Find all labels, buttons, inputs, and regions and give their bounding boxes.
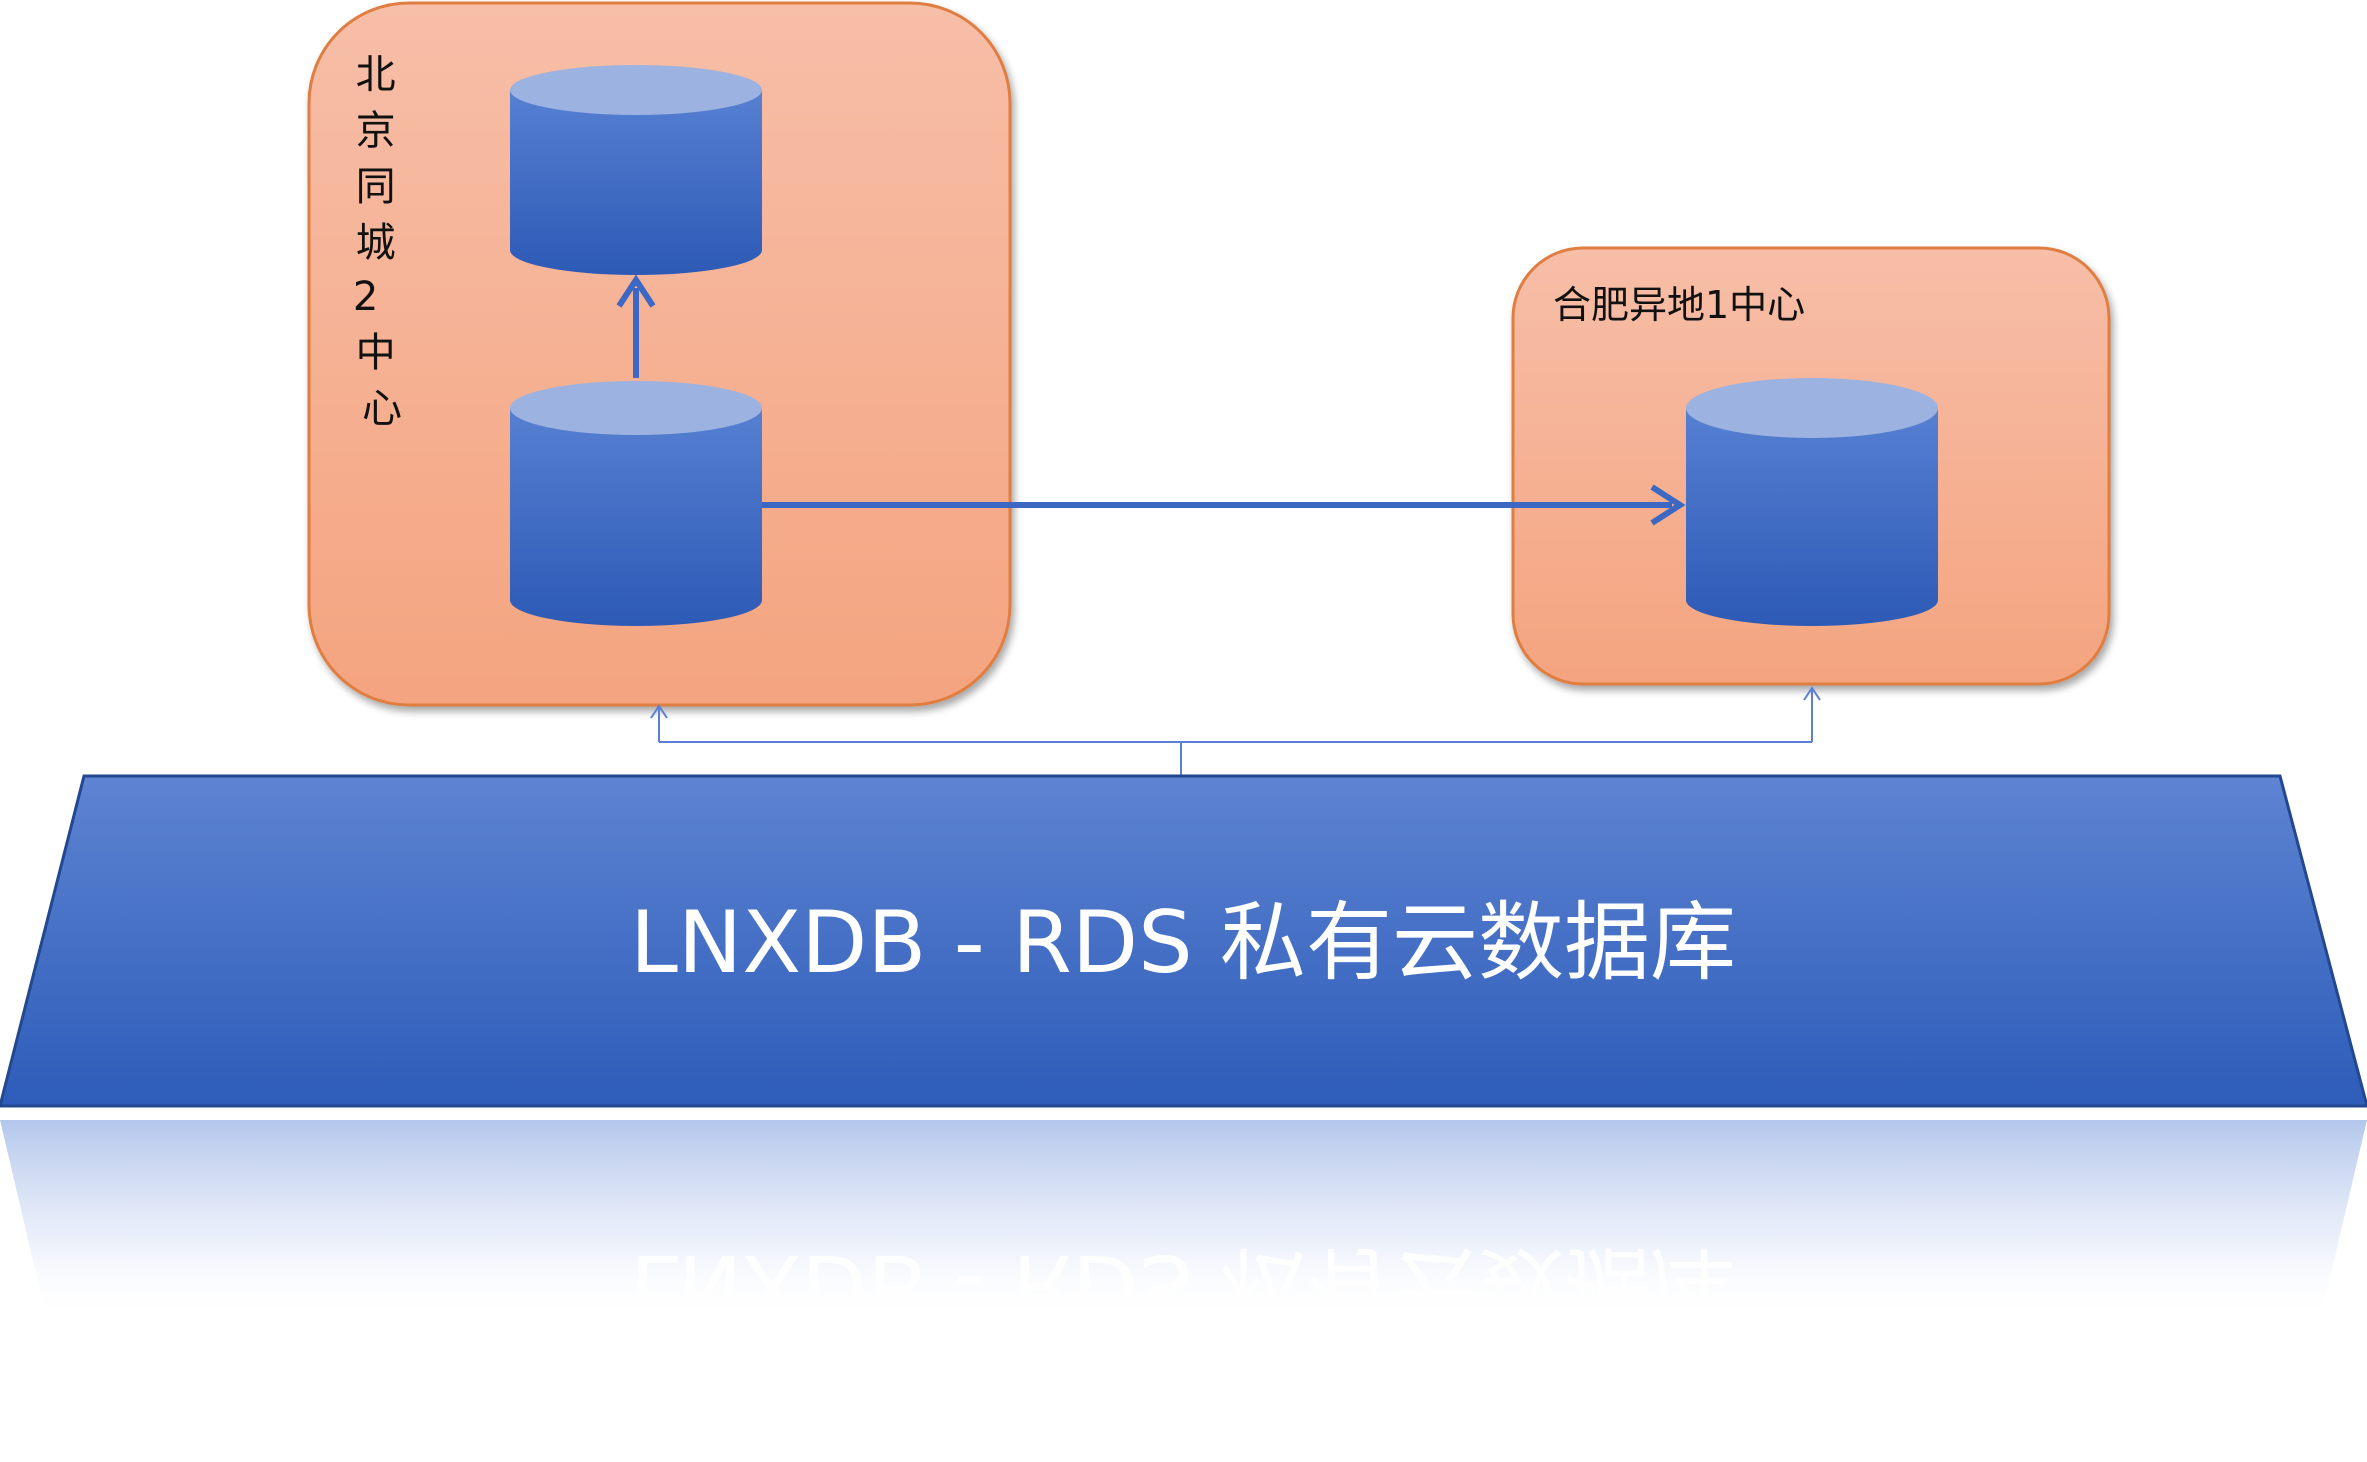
beijing-label-char: 心 [362, 386, 402, 432]
database-icon [1686, 378, 1938, 626]
database-icon [510, 65, 762, 275]
platform-reflection: LNXDB - RDS 私有云数据库 [0, 1120, 2367, 1335]
beijing-label-char: 京 [356, 108, 396, 154]
replication-arrow-horizontal [762, 484, 1686, 526]
beijing-label-char: 北 [356, 52, 396, 98]
replication-arrow-vertical [616, 274, 656, 378]
beijing-region: 北 京 同 城 2 中 心 [307, 1, 1012, 707]
beijing-label-char: 城 [356, 220, 396, 266]
beijing-label-char: 同 [356, 164, 396, 210]
beijing-label-char: 2 [353, 274, 378, 320]
hefei-label: 合肥异地1中心 [1553, 283, 1805, 327]
platform-connector [650, 686, 1821, 776]
beijing-label-char: 中 [356, 330, 396, 376]
svg-text:北 京 同 城: 北 京 同 城 2 中 心 [353, 52, 408, 432]
database-icon [510, 381, 762, 626]
platform-banner: LNXDB - RDS 私有云数据库 [0, 774, 2367, 1108]
platform-reflection-label: LNXDB - RDS 私有云数据库 [630, 1235, 1736, 1335]
platform-label: LNXDB - RDS 私有云数据库 [630, 893, 1736, 993]
